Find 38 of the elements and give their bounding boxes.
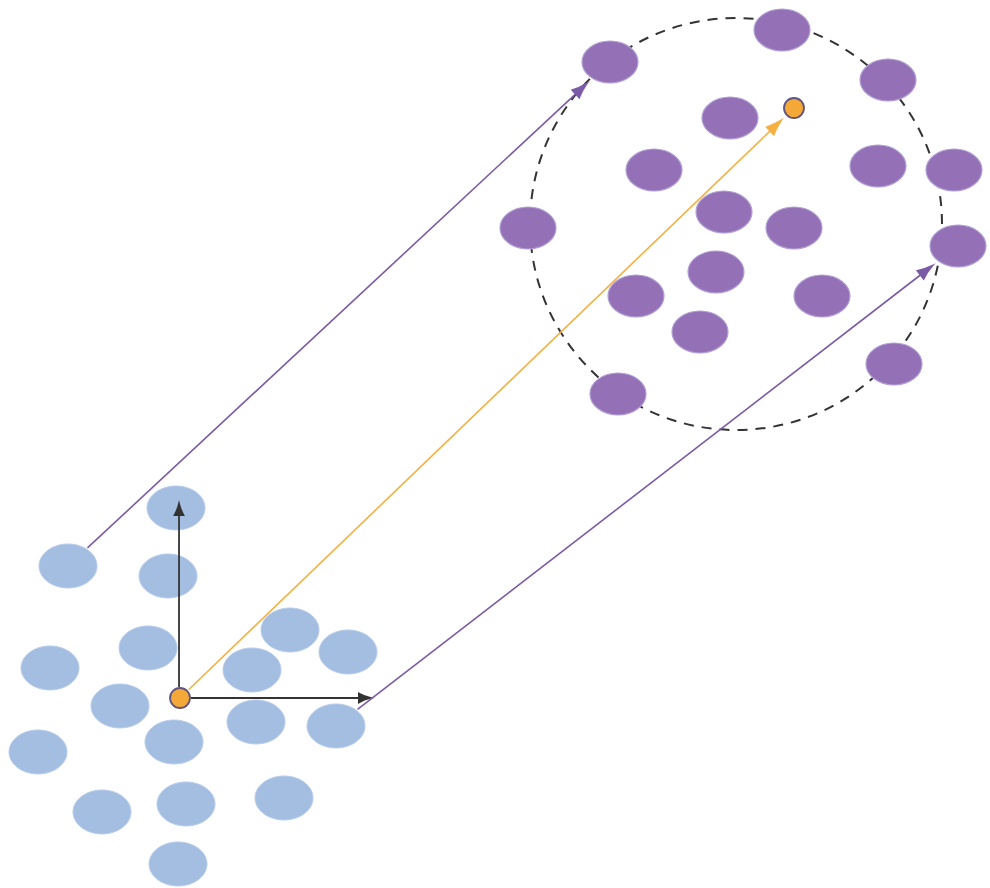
ellipse	[156, 781, 216, 827]
ellipse	[929, 224, 987, 268]
ellipse	[589, 372, 647, 416]
ellipse	[222, 647, 282, 693]
ellipse	[260, 607, 320, 653]
arrow	[86, 82, 588, 549]
ellipse	[859, 58, 917, 102]
ellipse	[8, 729, 68, 775]
ellipse	[701, 96, 759, 140]
ellipse	[254, 775, 314, 821]
ellipse	[118, 625, 178, 671]
ellipse	[226, 699, 286, 745]
ellipse	[148, 841, 208, 887]
ellipse	[306, 703, 366, 749]
ellipse	[687, 250, 745, 294]
ellipse	[90, 683, 150, 729]
ellipse	[753, 8, 811, 52]
ellipse	[144, 719, 204, 765]
ellipse	[38, 543, 98, 589]
arrow	[187, 119, 783, 691]
ellipse	[765, 206, 823, 250]
ellipse	[925, 148, 983, 192]
dot	[783, 97, 805, 119]
ellipse	[72, 789, 132, 835]
ellipse	[625, 148, 683, 192]
ellipse	[146, 485, 206, 531]
ellipse	[318, 629, 378, 675]
ellipse	[607, 274, 665, 318]
ellipse	[865, 342, 923, 386]
ellipse	[499, 206, 557, 250]
dot	[169, 687, 191, 709]
ellipse	[20, 645, 80, 691]
ellipse	[793, 274, 851, 318]
ellipse	[695, 190, 753, 234]
ellipse	[849, 144, 907, 188]
arrow	[356, 264, 934, 711]
ellipse	[138, 553, 198, 599]
ellipse	[671, 310, 729, 354]
